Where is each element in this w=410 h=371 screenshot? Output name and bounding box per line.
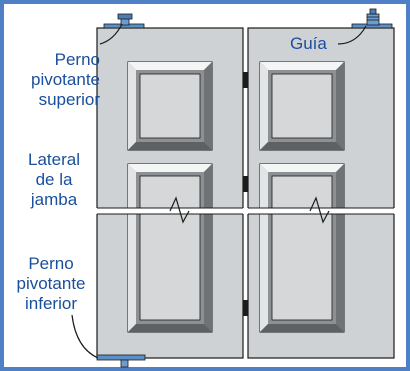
jamb-side-label-line-3: jamba [30,190,78,209]
hinge-icon [243,176,248,192]
jamb-side-label-line-1: Lateral [28,150,80,169]
right-lower-raised-panel-bottom [259,213,345,333]
guide-leader-line [337,25,367,45]
bottom-pivot-label-line-3: inferior [25,294,77,313]
jamb-side-label: Lateral de la jamba [12,150,96,210]
guide-label: Guía [290,34,327,53]
right-upper-raised-panel [259,61,345,151]
right-door-leaf [247,27,395,359]
left-lower-raised-panel-bottom [127,213,213,333]
bottom-pivot-label-line-2: pivotante [16,274,86,293]
top-pivot-pin-icon [103,13,145,29]
break-mark-icon [309,196,330,224]
left-lower-raised-panel-top [127,163,213,209]
top-pivot-label: Perno pivotante superior [22,50,100,110]
jamb-side-label-line-2: de la [35,170,73,189]
bottom-pivot-label-line-1: Perno [28,254,74,273]
left-upper-raised-panel [127,61,213,151]
right-lower-raised-panel-top [259,163,345,209]
hinge-icon [243,72,248,88]
top-pivot-label-line-2: pivotante [31,70,100,89]
bottom-pivot-label: Perno pivotante inferior [6,254,96,314]
hinge-icon [243,300,248,316]
left-door-leaf [96,27,244,359]
right-break-gap [247,208,395,214]
top-pivot-label-line-3: superior [38,90,100,109]
bottom-pivot-leader-line [71,314,99,359]
guide-pin-icon [351,8,393,29]
top-pivot-label-line-1: Perno [54,50,100,69]
top-pivot-leader-line [99,23,123,45]
break-mark-icon [169,196,190,224]
